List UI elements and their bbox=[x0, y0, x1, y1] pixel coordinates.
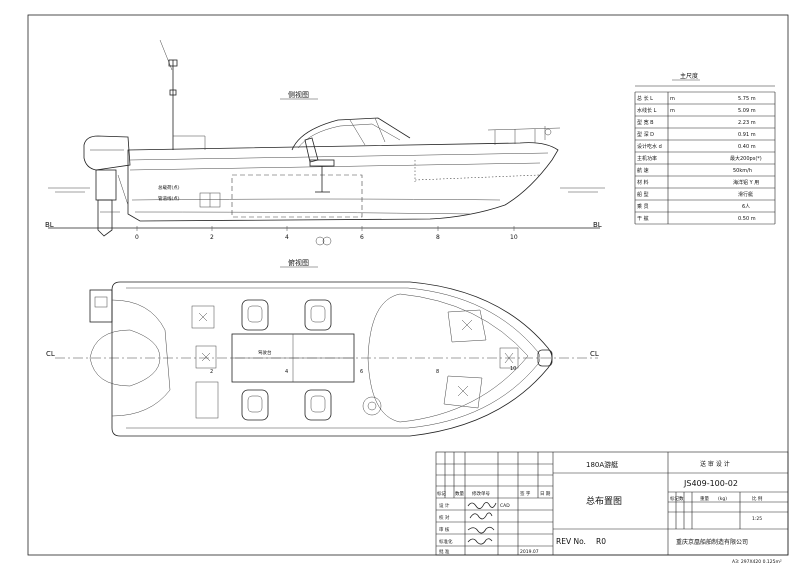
design-stage: 送 审 设 计 bbox=[700, 460, 730, 468]
centerline-label-left: CL bbox=[46, 350, 55, 358]
plan-view-title: 俯视图 bbox=[288, 258, 309, 267]
particular-value: 2.23 m bbox=[738, 120, 756, 126]
particular-value: 5.09 m bbox=[738, 108, 756, 114]
windshield bbox=[291, 117, 411, 151]
rev-col-date: 日 期 bbox=[540, 491, 551, 497]
weight-label: 重量 bbox=[700, 495, 709, 502]
plan-station-10: 10 bbox=[510, 366, 516, 372]
particular-label: 水线长 L bbox=[637, 107, 657, 114]
particular-label: 乘 员 bbox=[637, 203, 649, 210]
company-name: 重庆京凰船舶制造有限公司 bbox=[676, 538, 748, 546]
particular-value: 0.50 m bbox=[738, 216, 756, 222]
outboard-plan bbox=[89, 329, 161, 387]
cad-label: CAD bbox=[500, 503, 510, 509]
side-station-0: 0 bbox=[135, 234, 139, 241]
particular-value: 0.40 m bbox=[738, 144, 756, 150]
particular-label: 航 速 bbox=[637, 167, 649, 174]
particular-label: 干 舷 bbox=[637, 215, 649, 222]
seats bbox=[241, 299, 332, 421]
particular-value: 5.75 m bbox=[738, 96, 756, 102]
midship-symbol bbox=[315, 236, 332, 246]
particulars-rows: 总 长 L m 5.75 m 水线长 L m 5.09 m 型 宽 B 2.23… bbox=[637, 95, 762, 222]
mark-count-label: 标记数 bbox=[670, 495, 684, 502]
rev-label: REV No. bbox=[556, 537, 586, 546]
particulars-grid bbox=[634, 91, 776, 225]
waterline-hatch bbox=[48, 187, 605, 193]
rev-col-qty: 数量 bbox=[455, 490, 464, 497]
particular-label: 主机功率 bbox=[637, 155, 657, 162]
side-callout-2: 管道线(点) bbox=[158, 195, 180, 202]
particular-label: 设计吃水 d bbox=[637, 143, 662, 150]
particular-label: 船 型 bbox=[637, 191, 649, 198]
side-view-title: 侧视图 bbox=[288, 90, 309, 99]
particular-value: 海洋铝 Y 用 bbox=[733, 179, 759, 186]
particular-label: 材 料 bbox=[637, 179, 649, 186]
role-standard: 标准化 bbox=[439, 538, 453, 545]
role-check: 校 对 bbox=[439, 514, 450, 521]
role-review: 审 核 bbox=[439, 526, 450, 533]
particular-label: 总 长 L bbox=[637, 95, 653, 102]
particular-label: 型 深 D bbox=[637, 131, 654, 138]
hull-plan-outline bbox=[111, 281, 553, 437]
side-station-8: 8 bbox=[436, 234, 440, 241]
particular-label: 型 宽 B bbox=[637, 119, 654, 126]
particular-value: 6人 bbox=[742, 204, 750, 210]
paper-size: A3: 297X420 0.125m² bbox=[732, 559, 782, 565]
console-label: 驾驶台 bbox=[258, 349, 272, 356]
particulars-title: 主尺度 bbox=[680, 72, 698, 80]
helm-seat bbox=[304, 137, 335, 193]
side-view: 侧视图 BL BL 0 2 4 6 8 10 bbox=[45, 39, 605, 246]
particular-value: 最大200ps(*) bbox=[730, 155, 762, 162]
side-station-6: 6 bbox=[360, 234, 364, 241]
project-name: 180A游艇 bbox=[586, 460, 618, 469]
deck-hatches bbox=[191, 305, 519, 419]
drawing-title: 总布置图 bbox=[586, 495, 622, 507]
date-value: 2019.07 bbox=[520, 549, 539, 555]
radar-mast bbox=[159, 39, 206, 150]
plan-station-6: 6 bbox=[360, 369, 363, 375]
plan-view: 俯视图 CL CL 驾驶台 bbox=[46, 258, 599, 437]
baseline-label-left: BL bbox=[45, 221, 54, 229]
rev-col-change: 修改单号 bbox=[472, 490, 490, 497]
weight-unit: (kg) bbox=[718, 496, 727, 502]
bow-rail bbox=[487, 126, 561, 145]
plan-station-8: 8 bbox=[436, 369, 439, 375]
rev-col-sign: 签 字 bbox=[520, 490, 531, 497]
main-particulars-table: 主尺度 总 长 L m 5.75 m 水线长 L m 5.09 m bbox=[634, 72, 776, 225]
ratio-label: 比 例 bbox=[752, 495, 763, 502]
rev-value: R0 bbox=[596, 537, 606, 546]
title-block: 标记 数量 修改单号 签 字 日 期 设 计 校 对 审 核 标准化 批 准 C… bbox=[435, 451, 789, 556]
swim-platform bbox=[89, 289, 113, 323]
particular-value: 0.91 m bbox=[738, 132, 756, 138]
particular-unit: m bbox=[670, 96, 675, 102]
scale-value: 1:25 bbox=[752, 516, 762, 522]
plan-station-2: 2 bbox=[210, 369, 213, 375]
baseline-label-right: BL bbox=[593, 221, 602, 229]
side-station-4: 4 bbox=[285, 234, 289, 241]
side-callout-1: 总载荷(点) bbox=[158, 184, 180, 191]
centerline-label-right: CL bbox=[590, 350, 599, 358]
particular-value: 滑行艇 bbox=[738, 191, 753, 198]
signatures bbox=[467, 502, 497, 545]
role-approve: 批 准 bbox=[439, 548, 450, 555]
outboard-motor bbox=[83, 135, 131, 237]
plan-station-4: 4 bbox=[285, 369, 288, 375]
role-design: 设 计 bbox=[439, 502, 450, 509]
bow-fitting bbox=[537, 349, 553, 367]
drawing-number: JS409-100-02 bbox=[683, 479, 738, 488]
steering-wheel bbox=[362, 396, 382, 416]
rev-col-mark: 标记 bbox=[437, 490, 446, 497]
side-station-2: 2 bbox=[210, 234, 214, 241]
side-station-10: 10 bbox=[510, 234, 518, 241]
particular-value: 50km/h bbox=[733, 168, 752, 174]
particular-unit: m bbox=[670, 108, 675, 114]
sheet-border bbox=[27, 14, 789, 556]
hull-outline bbox=[127, 142, 559, 222]
